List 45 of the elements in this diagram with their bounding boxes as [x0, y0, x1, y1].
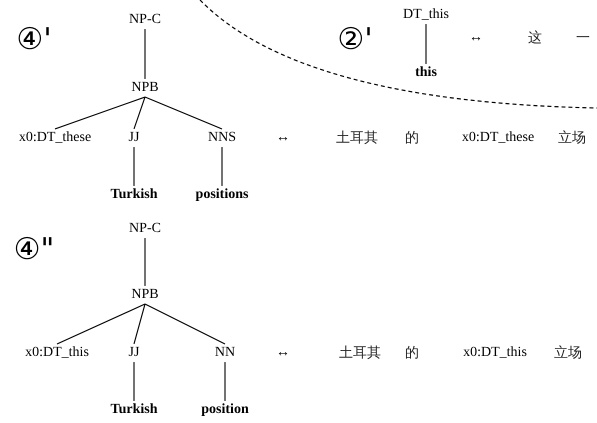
chinese-word: 的: [405, 344, 419, 362]
word-leaf: Turkish: [110, 186, 158, 204]
tree-branch: [425, 24, 427, 64]
tree-node-label: x0:DT_this: [25, 344, 89, 362]
tree-node-label: NP-C: [129, 12, 161, 28]
tree-branch: [224, 362, 226, 401]
circled-number: ④': [16, 22, 52, 58]
tree-branch: [133, 147, 135, 186]
tree-branch: [56, 304, 146, 344]
tree-node-label: NP-C: [129, 220, 161, 238]
word-leaf: this: [415, 64, 437, 82]
tree-node-label: NNS: [208, 130, 236, 146]
tree-node-label: JJ: [128, 130, 140, 146]
chinese-word: 这: [528, 30, 542, 46]
word-leaf: positions: [196, 186, 248, 204]
tree-branch: [54, 96, 146, 130]
chinese-word: 的: [405, 130, 419, 146]
tree-node-label: DT_this: [403, 6, 449, 24]
chinese-word: 立场: [558, 130, 586, 146]
word-leaf: position: [201, 402, 249, 418]
tree-branch: [144, 29, 146, 79]
tree-node-label: x0:DT_these: [18, 130, 92, 146]
tree-node-label: NPB: [131, 80, 159, 96]
chinese-word: 一: [576, 30, 590, 46]
chinese-word: 立场: [554, 344, 582, 362]
correspondence-symbol: ↔: [276, 130, 290, 146]
circled-number: ②': [337, 22, 373, 58]
correspondence-symbol: ↔: [276, 344, 290, 362]
variable-label: x0:DT_these: [462, 130, 534, 146]
word-leaf: Turkish: [110, 402, 158, 418]
tree-node-label: NPB: [131, 286, 159, 304]
chinese-word: 土耳其: [336, 130, 378, 146]
tree-branch: [133, 362, 135, 401]
tree-branch: [133, 304, 146, 344]
tree-branch: [144, 304, 226, 344]
variable-label: x0:DT_this: [463, 344, 527, 362]
tree-node-label: NN: [214, 344, 236, 362]
tree-branch: [221, 147, 223, 186]
tree-node-label: JJ: [128, 344, 140, 362]
correspondence-symbol: ↔: [469, 30, 483, 46]
chinese-word: 土耳其: [339, 344, 381, 362]
tree-branch: [144, 238, 146, 286]
circled-number: ④": [14, 232, 54, 268]
tree-branch: [144, 96, 222, 130]
tree-branch: [133, 96, 146, 130]
